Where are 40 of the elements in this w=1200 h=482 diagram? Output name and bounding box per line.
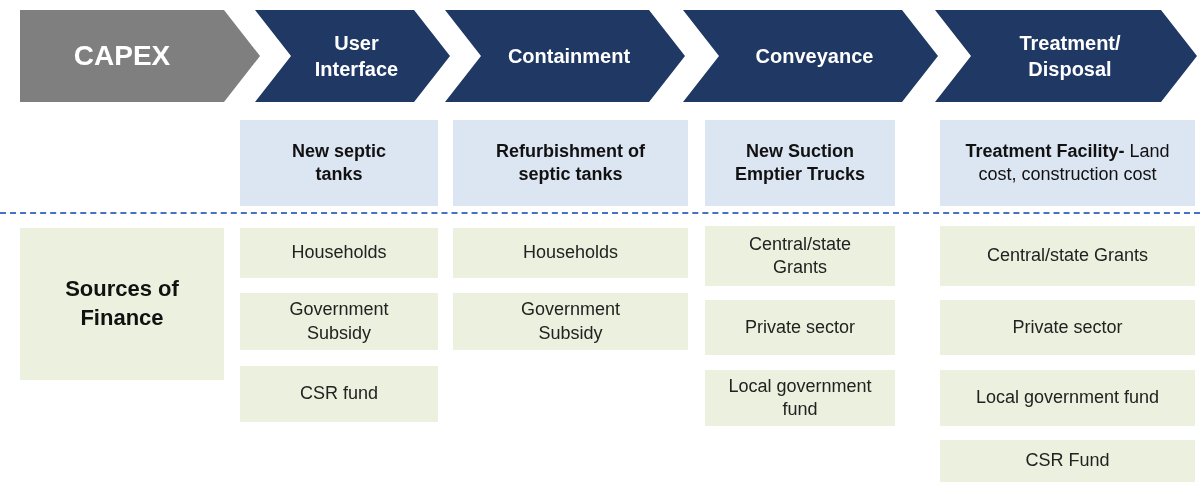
stage-header-text: Containment: [507, 44, 631, 69]
finance-source-text: CSR Fund: [1025, 449, 1110, 473]
finance-source-box: [453, 293, 688, 350]
finance-source-box: [705, 370, 895, 426]
finance-source-box: [453, 228, 688, 278]
stage-header-text: User Interface: [313, 31, 400, 82]
finance-source-box: [705, 226, 895, 286]
finance-source-text: Central/state Grants: [747, 232, 853, 279]
stage-header-text: Treatment/ Disposal: [1018, 31, 1122, 82]
phase-header-text: CAPEX: [73, 38, 171, 73]
finance-source-text: Households: [291, 241, 387, 265]
cost-item-box: [940, 120, 1195, 206]
heading-text: Sources of Finance: [64, 275, 180, 332]
finance-source-text: Local government fund: [727, 374, 873, 421]
finance-source-box: [940, 370, 1195, 426]
finance-source-text: Central/state Grants: [986, 244, 1149, 268]
finance-source-box: [240, 293, 438, 350]
finance-source-box: [240, 366, 438, 422]
finance-source-text: Local government fund: [975, 386, 1160, 410]
cost-item-box: [705, 120, 895, 206]
cost-item-box: [240, 120, 438, 206]
finance-source-box: [940, 226, 1195, 286]
finance-source-text: Households: [522, 241, 619, 265]
finance-source-text: CSR fund: [299, 382, 378, 406]
cost-item-text: New septic tanks: [290, 139, 387, 186]
finance-source-text: Private sector: [1012, 315, 1123, 339]
finance-source-text: Government Subsidy: [288, 298, 390, 345]
finance-source-box: [705, 300, 895, 355]
stage-header-text: Conveyance: [755, 44, 874, 69]
finance-source-box: [940, 300, 1195, 355]
cost-item-text: Treatment Facility- Land cost, construction cost: [964, 139, 1171, 186]
heading-box: [20, 228, 224, 380]
finance-source-box: [940, 440, 1195, 482]
cost-item-box: [453, 120, 688, 206]
finance-source-box: [240, 228, 438, 278]
phase-header: [20, 10, 260, 102]
cost-item-text: New Suction Emptier Trucks: [733, 139, 867, 186]
finance-source-text: Private sector: [744, 315, 855, 339]
finance-source-text: Government Subsidy: [519, 298, 621, 345]
cost-item-text: Refurbishment of septic tanks: [495, 139, 646, 186]
